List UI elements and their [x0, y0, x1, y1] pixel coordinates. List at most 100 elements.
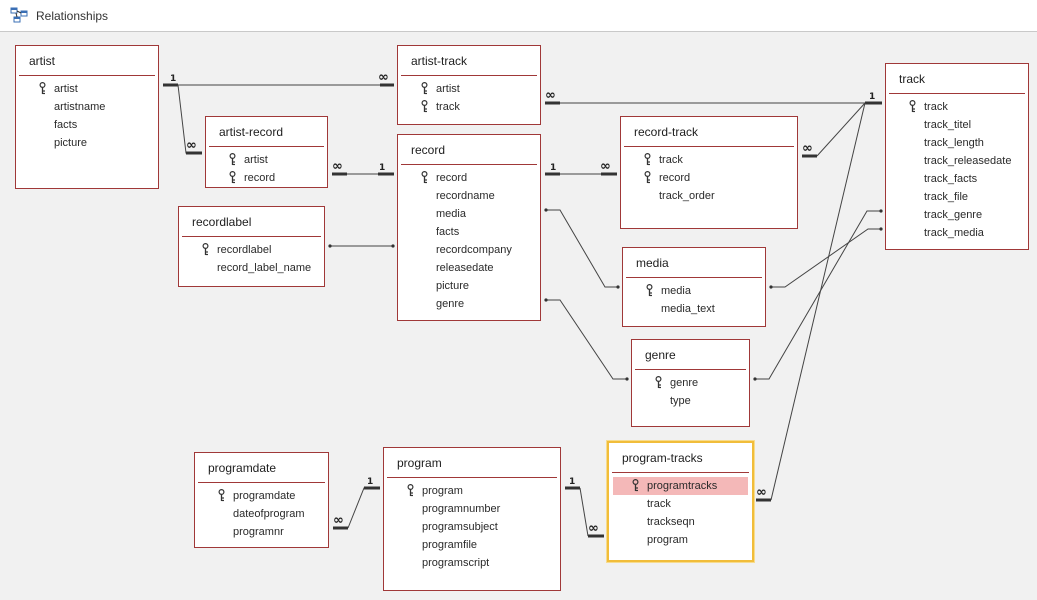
- table-title[interactable]: artist: [19, 46, 155, 76]
- field-row[interactable]: recordname: [402, 187, 536, 205]
- field-row[interactable]: track_media: [890, 224, 1024, 242]
- field-name: record: [436, 172, 468, 184]
- field-row[interactable]: media: [402, 205, 536, 223]
- field-name: recordcompany: [436, 244, 512, 256]
- field-row[interactable]: record: [210, 169, 323, 187]
- field-name: programnumber: [422, 503, 501, 515]
- field-row[interactable]: picture: [402, 277, 536, 295]
- table-genre[interactable]: genre genre type: [631, 339, 750, 427]
- field-row[interactable]: genre: [402, 295, 536, 313]
- field-row[interactable]: media: [627, 282, 761, 300]
- field-row[interactable]: recordlabel: [183, 241, 320, 259]
- field-row[interactable]: genre: [636, 374, 745, 392]
- rel-programdate-program[interactable]: [347, 487, 365, 529]
- field-row[interactable]: track_genre: [890, 206, 1024, 224]
- table-title[interactable]: track: [889, 64, 1025, 94]
- field-row[interactable]: artist: [402, 80, 536, 98]
- field-row[interactable]: facts: [402, 223, 536, 241]
- rel-media-track[interactable]: [771, 228, 881, 288]
- primary-key-icon: [39, 81, 46, 95]
- field-name: record: [659, 172, 691, 184]
- field-name: track: [924, 101, 948, 113]
- rel-record-genre[interactable]: [546, 299, 627, 380]
- table-title[interactable]: media: [626, 248, 762, 278]
- primary-key-icon: [202, 242, 209, 256]
- join-end-marker: [391, 244, 395, 248]
- table-title[interactable]: record: [401, 135, 537, 165]
- field-row[interactable]: track_titel: [890, 116, 1024, 134]
- field-name: track_media: [924, 227, 984, 239]
- field-row[interactable]: programnumber: [388, 500, 556, 518]
- rel-recordtrack-track[interactable]: [816, 102, 866, 157]
- table-title[interactable]: program: [387, 448, 557, 478]
- field-name: programsubject: [422, 521, 498, 533]
- table-program[interactable]: program program programnumber programsubjec…: [383, 447, 561, 591]
- field-row[interactable]: releasedate: [402, 259, 536, 277]
- relationships-icon: [10, 7, 28, 23]
- field-row[interactable]: artist: [210, 151, 323, 169]
- field-name: media_text: [661, 303, 715, 315]
- field-row[interactable]: dateofprogram: [199, 505, 324, 523]
- field-row[interactable]: track_order: [625, 187, 793, 205]
- field-name: genre: [670, 377, 699, 389]
- field-row[interactable]: programscript: [388, 554, 556, 572]
- field-row[interactable]: recordcompany: [402, 241, 536, 259]
- table-title[interactable]: artist-track: [401, 46, 537, 76]
- table-title[interactable]: recordlabel: [182, 207, 321, 237]
- join-end-marker: [879, 209, 883, 213]
- table-title[interactable]: artist-record: [209, 117, 324, 147]
- field-row[interactable]: track: [402, 98, 536, 116]
- one-cardinality-label: 1: [869, 92, 875, 102]
- field-row[interactable]: artist: [20, 80, 154, 98]
- table-title[interactable]: record-track: [624, 117, 794, 147]
- field-row[interactable]: record: [402, 169, 536, 187]
- join-end-marker: [616, 285, 620, 289]
- table-record-track[interactable]: record-track track record track_order: [620, 116, 798, 229]
- window-titlebar: Relationships: [0, 0, 1037, 32]
- table-record[interactable]: record record recordname media facts recordco…: [397, 134, 541, 321]
- field-row[interactable]: track_facts: [890, 170, 1024, 188]
- field-name: media: [436, 208, 466, 220]
- field-row[interactable]: track: [613, 495, 748, 513]
- field-row[interactable]: programdate: [199, 487, 324, 505]
- rel-artist-artistrecord[interactable]: [177, 84, 188, 154]
- field-row[interactable]: programtracks: [613, 477, 748, 495]
- field-row[interactable]: track_file: [890, 188, 1024, 206]
- rel-program-programtracks[interactable]: [579, 487, 589, 537]
- field-row[interactable]: program: [613, 531, 748, 549]
- field-row[interactable]: programfile: [388, 536, 556, 554]
- field-row[interactable]: picture: [20, 134, 154, 152]
- field-row[interactable]: artistname: [20, 98, 154, 116]
- field-row[interactable]: facts: [20, 116, 154, 134]
- field-row[interactable]: type: [636, 392, 745, 410]
- field-name: picture: [436, 280, 470, 292]
- field-row[interactable]: record: [625, 169, 793, 187]
- field-row[interactable]: program: [388, 482, 556, 500]
- field-list: record recordname media facts recordcompany r…: [398, 165, 540, 313]
- field-row[interactable]: record_label_name: [183, 259, 320, 277]
- primary-key-icon: [421, 170, 428, 184]
- field-row[interactable]: programnr: [199, 523, 324, 541]
- rel-genre-track[interactable]: [755, 210, 881, 380]
- table-title[interactable]: program-tracks: [612, 443, 749, 473]
- table-media[interactable]: media media media_text: [622, 247, 766, 327]
- table-title[interactable]: genre: [635, 340, 746, 370]
- field-row[interactable]: media_text: [627, 300, 761, 318]
- field-row[interactable]: programsubject: [388, 518, 556, 536]
- rel-record-media[interactable]: [546, 209, 618, 288]
- field-row[interactable]: track_length: [890, 134, 1024, 152]
- table-title[interactable]: programdate: [198, 453, 325, 483]
- field-row[interactable]: track: [890, 98, 1024, 116]
- field-row[interactable]: track: [625, 151, 793, 169]
- field-row[interactable]: track_releasedate: [890, 152, 1024, 170]
- field-row[interactable]: trackseqn: [613, 513, 748, 531]
